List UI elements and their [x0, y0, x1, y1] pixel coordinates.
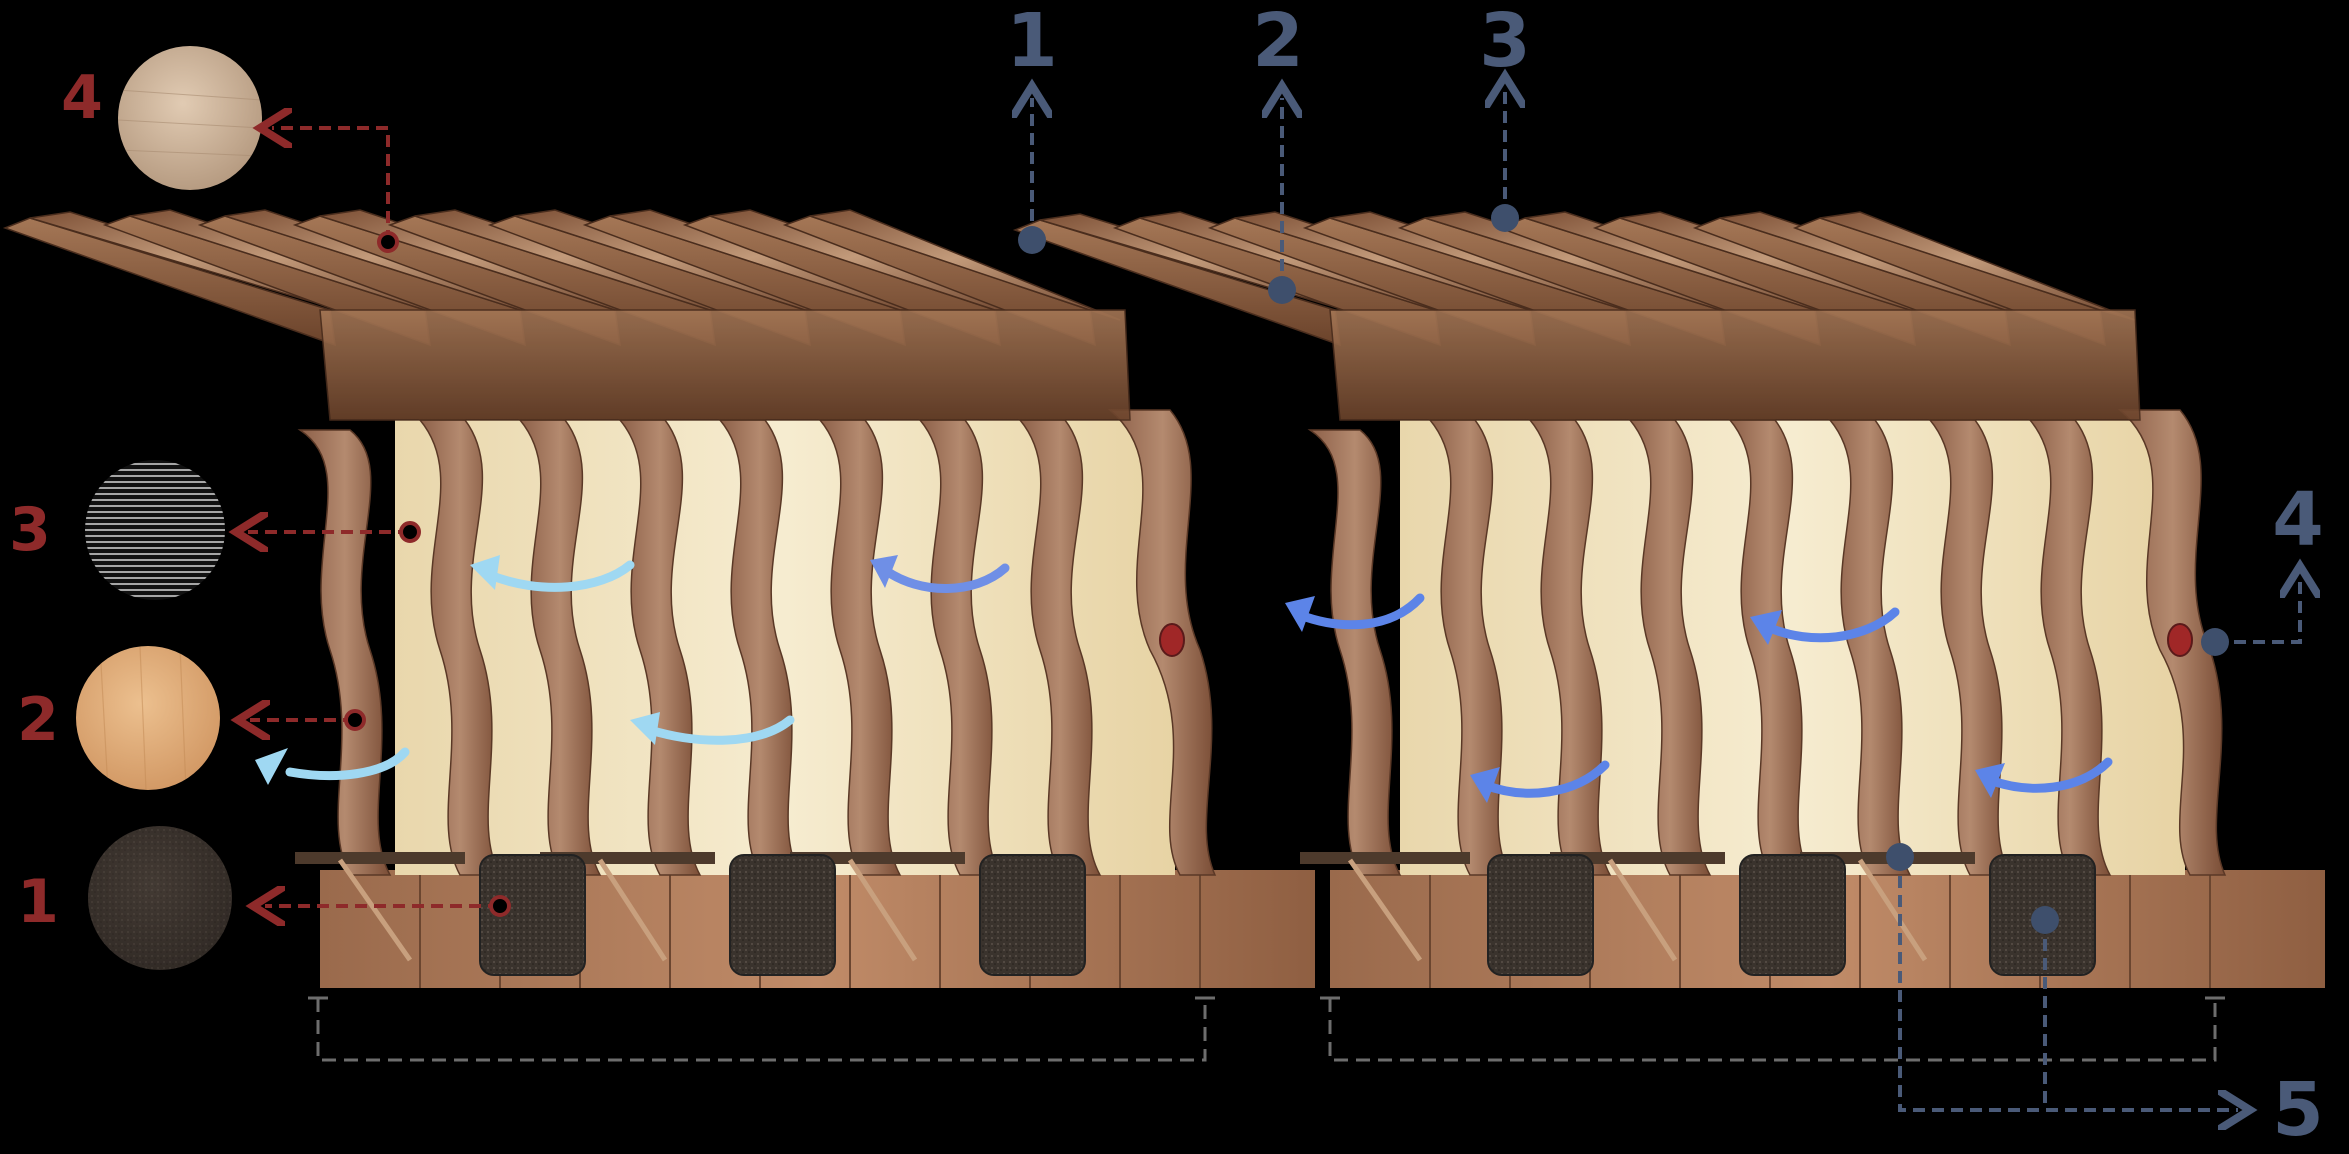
material-swatches — [76, 46, 262, 970]
callout-top-3: 3 — [1479, 0, 1531, 84]
airflow-arrows — [285, 560, 2113, 798]
module-left — [2, 209, 1315, 988]
felt-block — [479, 854, 586, 976]
airflow-arrowheads — [255, 555, 2005, 803]
red-knob — [2167, 623, 2193, 657]
callout-top-1: 1 — [1006, 0, 1058, 84]
red-knob — [1159, 623, 1185, 657]
swatch-pine-wood — [76, 646, 220, 790]
module-right — [1012, 211, 2325, 988]
swatch-woven-mesh — [85, 460, 225, 600]
callout-labels: 1 2 3 4 3 2 1 4 5 — [9, 0, 2324, 1153]
callout-right-4: 4 — [2272, 477, 2324, 563]
callout-left-4: 4 — [61, 63, 103, 133]
blue-leader-lines — [1032, 88, 2300, 1110]
swatch-light-wood — [118, 46, 262, 190]
roof-louvers — [2, 209, 1131, 421]
felt-block — [729, 854, 836, 976]
roof-louvers — [1012, 211, 2141, 421]
callout-left-2: 2 — [17, 685, 59, 755]
felt-block — [1739, 854, 1846, 976]
blue-anchor-dots — [1018, 204, 2229, 934]
callout-right-5: 5 — [2272, 1067, 2324, 1153]
felt-block — [1487, 854, 1594, 976]
callout-top-2: 2 — [1252, 0, 1304, 84]
callout-left-3: 3 — [9, 495, 51, 565]
dimension-brackets — [316, 998, 2217, 1062]
felt-block — [979, 854, 1086, 976]
callout-left-1: 1 — [17, 867, 59, 937]
red-anchor-dots — [344, 231, 511, 917]
red-leader-lines — [248, 128, 500, 906]
